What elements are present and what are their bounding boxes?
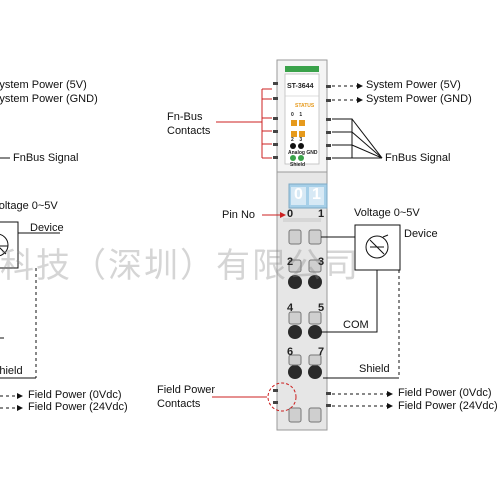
channel-digit-1: 1 xyxy=(312,186,321,203)
left-fnbus-signal-label: FnBus Signal xyxy=(13,152,79,164)
pin-label-7: 7 xyxy=(318,346,325,358)
led-row-2: 2 3 xyxy=(291,137,303,143)
shield-dot-1 xyxy=(290,155,296,161)
io-module xyxy=(273,59,331,431)
fnbus-contacts-label-line2: Contacts xyxy=(167,125,211,137)
left-field-power-arrows xyxy=(0,393,23,411)
right-device-label: Device xyxy=(404,228,438,240)
pin-label-0: 0 xyxy=(287,208,294,220)
right-fnbus-bracket xyxy=(332,118,383,159)
right-edge-contacts xyxy=(326,85,331,160)
terminal-holes xyxy=(283,218,322,423)
pin-label-5: 5 xyxy=(318,302,325,314)
left-system-power-gnd-label: System Power (GND) xyxy=(0,93,98,105)
right-device xyxy=(354,224,401,271)
pin-label-1: 1 xyxy=(318,208,325,220)
shield-dot-2 xyxy=(298,155,304,161)
led-row-1: 0 1 xyxy=(291,112,303,118)
left-shield-label: Shield xyxy=(0,365,23,377)
module-model: ST-3644 xyxy=(287,83,314,90)
status-led-0 xyxy=(291,120,297,126)
right-system-power-5v-label: System Power (5V) xyxy=(366,79,461,91)
module-top-band xyxy=(285,66,319,72)
analog-gnd-dot-2 xyxy=(298,143,304,149)
module-status-label: STATUS xyxy=(295,103,315,109)
pin-label-4: 4 xyxy=(287,302,294,314)
field-power-contacts-label-line2: Contacts xyxy=(157,398,201,410)
analog-gnd-dot-1 xyxy=(290,143,296,149)
watermark-text: 科技（深圳）有限公司 xyxy=(0,246,360,286)
fnbus-contacts-label-line1: Fn-Bus xyxy=(167,111,203,123)
left-field-power-24v-label: Field Power (24Vdc) xyxy=(28,401,128,413)
pin-label-2: 2 xyxy=(287,256,294,268)
analog-gnd-label: Analog GND xyxy=(288,150,318,156)
status-led-3 xyxy=(299,131,305,137)
right-shield-label: Shield xyxy=(359,363,390,375)
left-device-label: Device xyxy=(30,222,64,234)
field-power-contacts-callout xyxy=(212,382,297,412)
left-voltage-label: Voltage 0~5V xyxy=(0,200,58,212)
right-field-power-24v-label: Field Power (24Vdc) xyxy=(398,400,498,412)
status-led-1 xyxy=(299,120,305,126)
right-wires xyxy=(321,236,400,379)
right-voltage-label: Voltage 0~5V xyxy=(354,207,420,219)
left-system-power-5v-label: System Power (5V) xyxy=(0,79,87,91)
status-led-2 xyxy=(291,131,297,137)
pin-label-6: 6 xyxy=(287,346,294,358)
left-edge-contacts xyxy=(273,82,278,159)
left-field-power-0v-label: Field Power (0Vdc) xyxy=(28,389,122,401)
shield-led-label: Shield xyxy=(290,162,306,168)
right-field-power-arrows xyxy=(332,391,393,409)
right-system-power-arrows xyxy=(332,83,363,103)
pin-no-label: Pin No xyxy=(222,209,256,221)
left-device xyxy=(0,221,60,379)
right-fnbus-signal-label: FnBus Signal xyxy=(385,152,451,164)
fnbus-contacts-callout xyxy=(216,88,272,159)
field-power-contacts-label-line1: Field Power xyxy=(157,384,216,396)
channel-digit-0: 0 xyxy=(294,186,303,203)
right-system-power-gnd-label: System Power (GND) xyxy=(366,93,472,105)
right-field-power-0v-label: Field Power (0Vdc) xyxy=(398,387,492,399)
right-com-label: COM xyxy=(343,319,369,331)
pin-label-3: 3 xyxy=(318,256,325,268)
